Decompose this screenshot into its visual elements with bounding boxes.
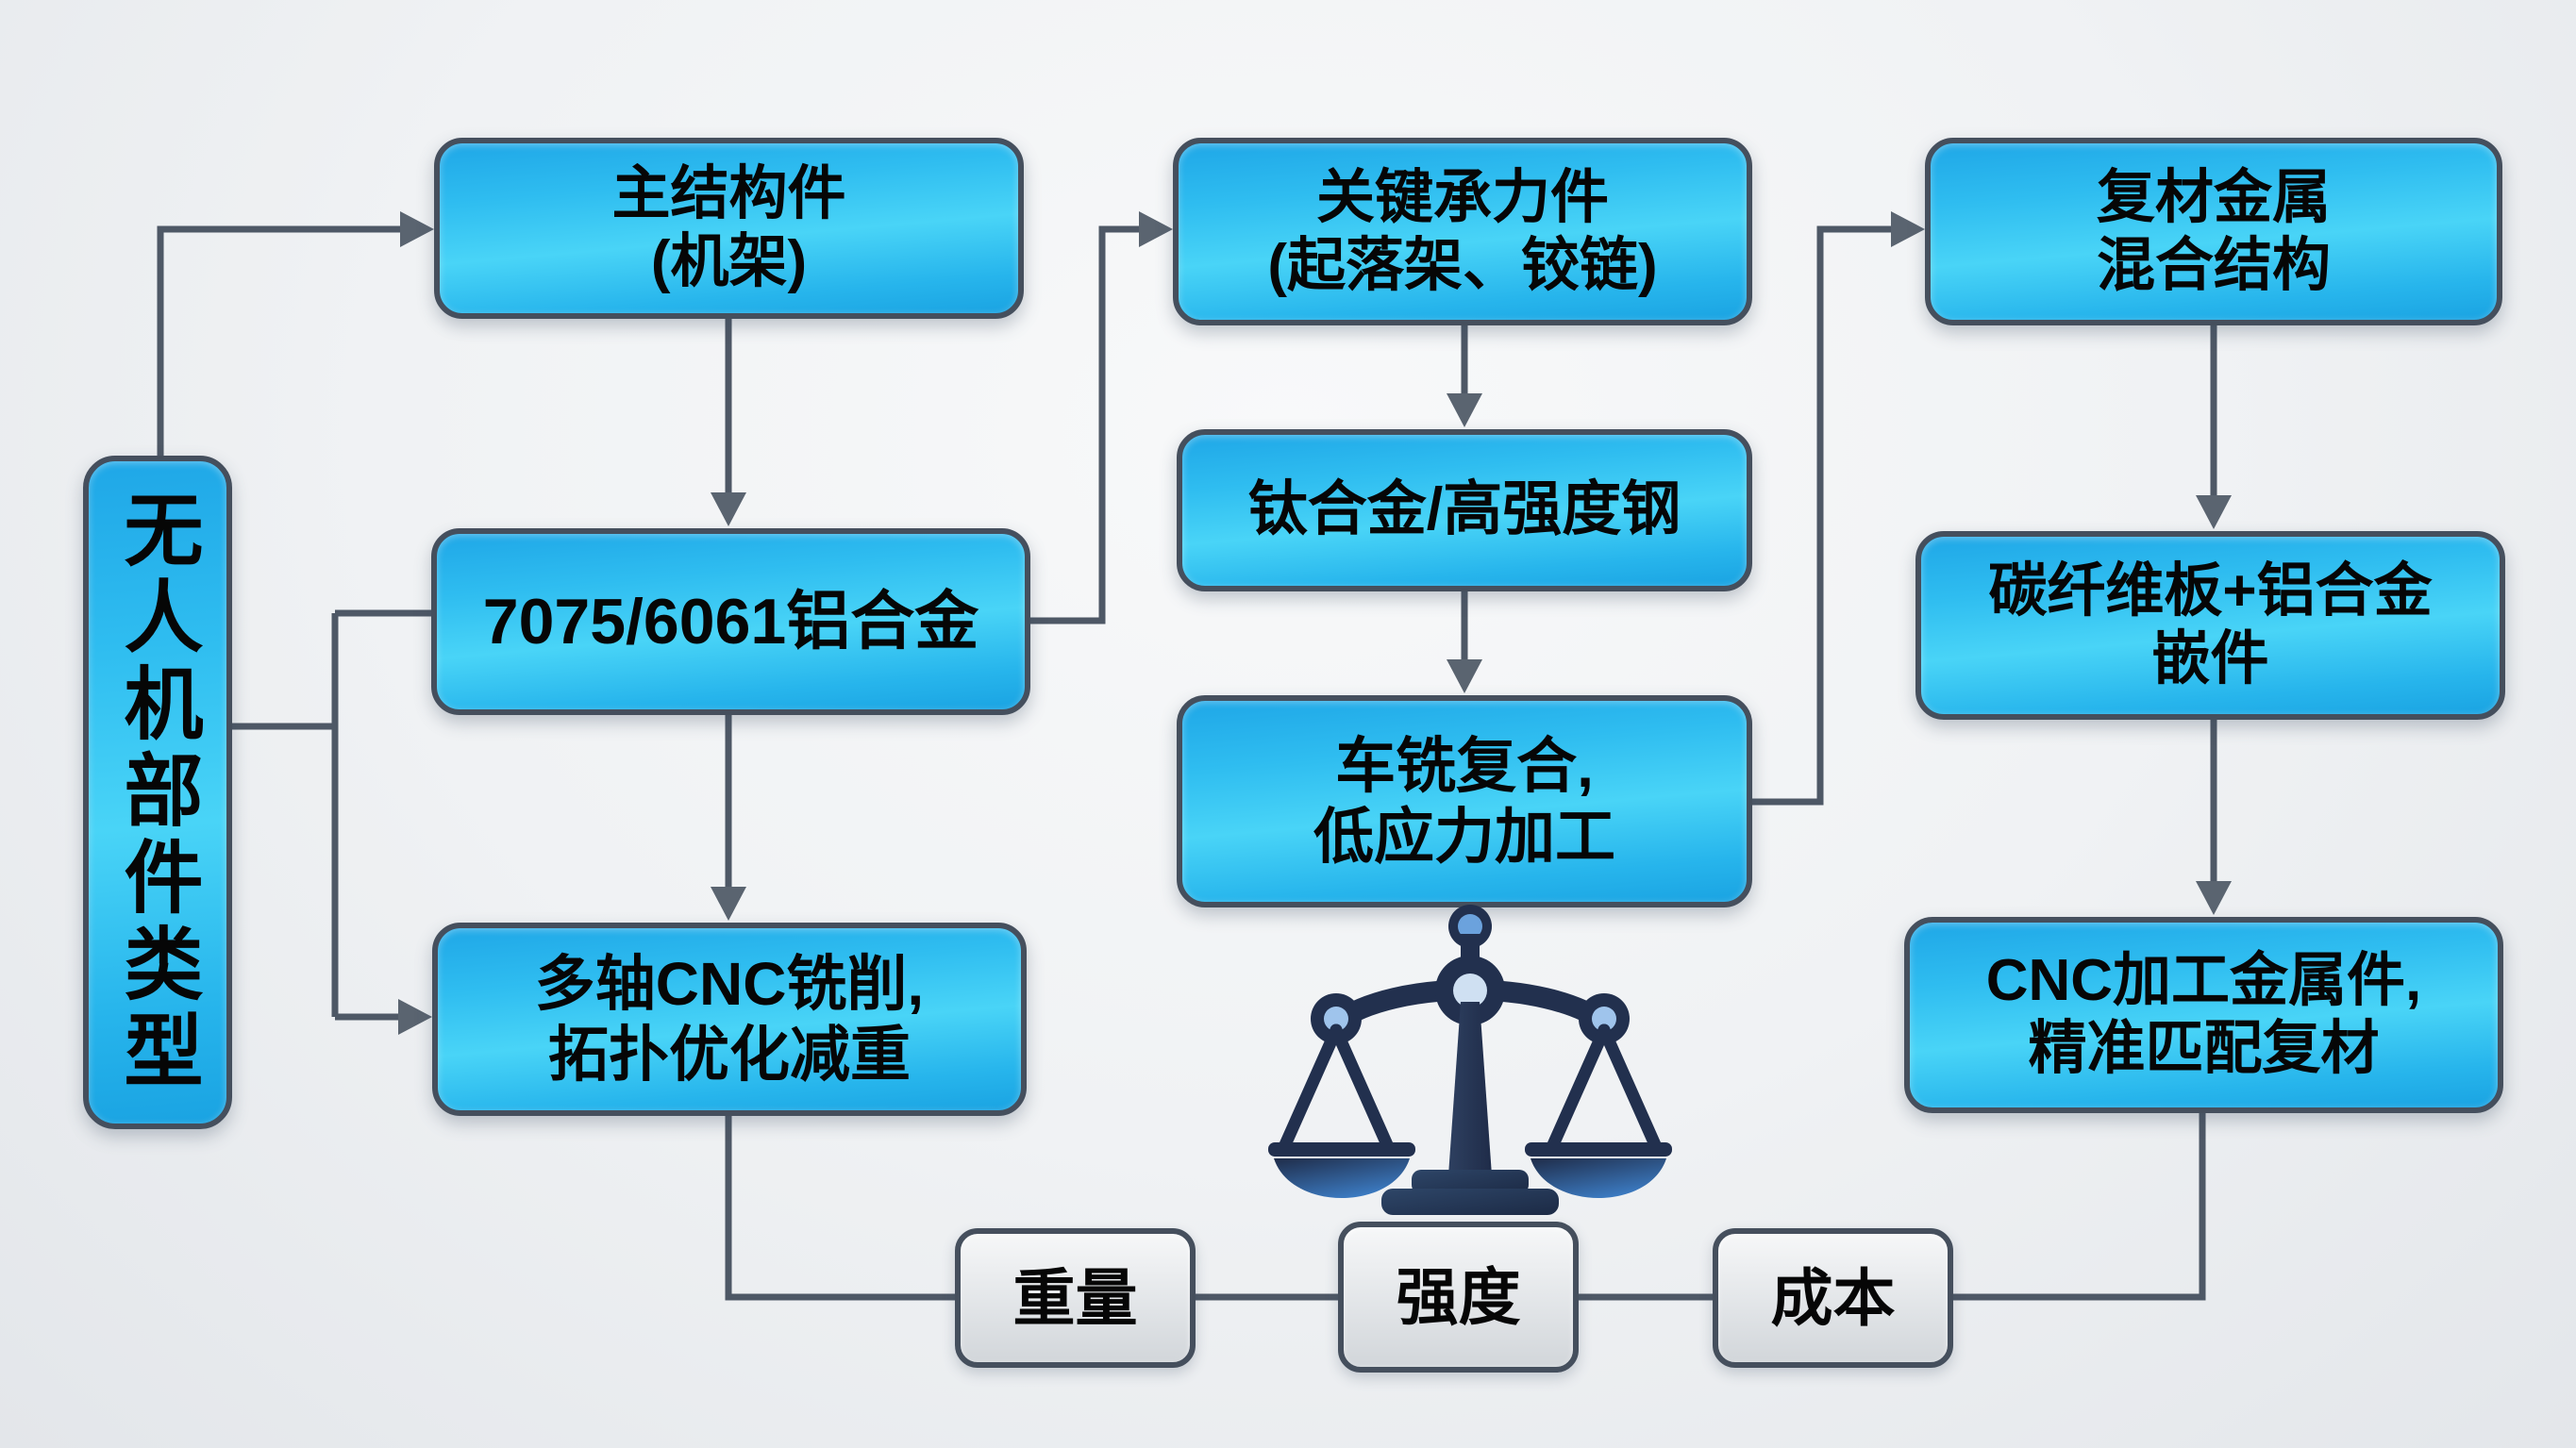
node-aluminum-alloy: 7075/6061铝合金	[431, 528, 1030, 715]
node-label: 碳纤维板+铝合金 嵌件	[1988, 558, 2433, 691]
node-label: 复材金属 混合结构	[2096, 164, 2331, 298]
node-composite-metal-hybrid: 复材金属 混合结构	[1925, 138, 2502, 325]
node-turn-mill-machining: 车铣复合, 低应力加工	[1177, 695, 1752, 907]
node-label: 关键承力件 (起落架、铰链)	[1267, 164, 1658, 298]
node-carbon-fiber-inserts: 碳纤维板+铝合金 嵌件	[1915, 531, 2505, 720]
node-drone-component-types: 无人机部件类型	[83, 456, 232, 1129]
node-label: 车铣复合, 低应力加工	[1313, 732, 1615, 871]
node-label: 无人机部件类型	[113, 489, 202, 1096]
node-weight: 重量	[955, 1228, 1196, 1368]
balance-scale-icon	[1268, 905, 1672, 1215]
node-titanium-steel: 钛合金/高强度钢	[1177, 429, 1752, 591]
node-label: 重量	[1012, 1262, 1138, 1333]
node-cost: 成本	[1713, 1228, 1953, 1368]
node-label: 钛合金/高强度钢	[1247, 476, 1681, 543]
node-multi-axis-cnc: 多轴CNC铣削, 拓扑优化减重	[432, 923, 1027, 1116]
node-cnc-metal-parts: CNC加工金属件, 精准匹配复材	[1904, 917, 2503, 1113]
node-load-bearing-parts: 关键承力件 (起落架、铰链)	[1173, 138, 1752, 325]
node-label: 强度	[1396, 1261, 1521, 1332]
node-label: 主结构件 (机架)	[611, 161, 846, 294]
node-label: 成本	[1770, 1262, 1896, 1333]
node-label: 多轴CNC铣削, 拓扑优化减重	[534, 950, 925, 1089]
node-strength: 强度	[1338, 1222, 1579, 1373]
node-main-structure: 主结构件 (机架)	[434, 138, 1024, 319]
node-label: CNC加工金属件, 精准匹配复材	[1985, 948, 2422, 1081]
node-label: 7075/6061铝合金	[482, 585, 979, 657]
